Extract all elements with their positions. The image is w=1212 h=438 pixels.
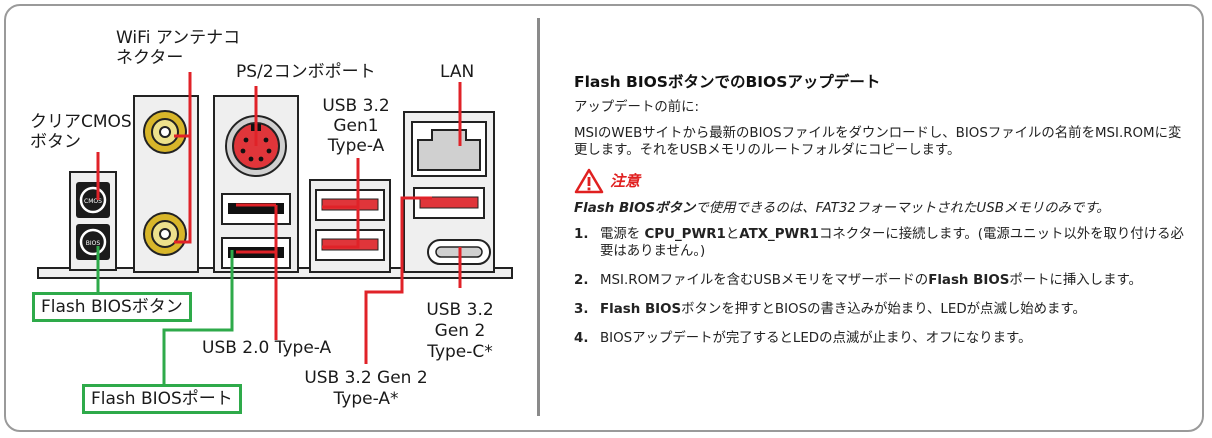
panel-title: Flash BIOSボタンでのBIOSアップデート	[574, 73, 881, 91]
instruction-panel: Flash BIOSボタンでのBIOSアップデート アップデートの前に: MSI…	[574, 74, 1184, 359]
step-number: 1.	[574, 227, 589, 242]
note-rest: で使用できるのは、FAT32フォーマットされたUSBメモリのみです。	[695, 201, 1110, 216]
cmos-button-text: CMOS	[84, 198, 102, 205]
step-item: 3. Flash BIOSボタンを押すとBIOSの書き込みが始まり、LEDが点滅…	[574, 301, 1184, 318]
step-text: BIOSアップデートが完了するとLEDの点滅が止まり、オフになります。	[600, 331, 1032, 346]
red-callout-lines	[96, 72, 462, 364]
step-text: Flash BIOSボタンを押すとBIOSの書き込みが始まり、LEDが点滅し始め…	[600, 302, 1086, 317]
clear-cmos-label: クリアCMOS ボタン	[30, 112, 132, 152]
ps2-combo-label: PS/2コンボポート	[236, 62, 376, 82]
panel-divider	[537, 18, 540, 416]
intro-text: MSIのWEBサイトから最新のBIOSファイルをダウンロードし、BIOSファイル…	[574, 126, 1182, 158]
usb32-gen1-label: USB 3.2 Gen1 Type-A	[322, 96, 390, 156]
step-number: 2.	[574, 273, 589, 288]
flash-bios-port-label: Flash BIOSポート	[82, 384, 242, 414]
step-item: 2. MSI.ROMファイルを含むUSBメモリをマザーボードのFlash BIO…	[574, 272, 1184, 289]
lan-label: LAN	[440, 62, 475, 82]
wifi-antenna-label: WiFi アンテナコ ネクター	[116, 28, 241, 68]
usb32-gen1-block	[309, 179, 391, 273]
rear-io-panel-diagram: CMOS BIOS	[37, 72, 513, 400]
step-text: MSI.ROMファイルを含むUSBメモリをマザーボードのFlash BIOSポー…	[600, 273, 1142, 288]
caution-row: 注意	[574, 168, 1184, 194]
before-update-text: アップデートの前に:	[574, 100, 700, 115]
usb32-gen1-port-top[interactable]	[315, 189, 385, 221]
antenna-connector-bottom[interactable]	[143, 212, 187, 256]
usb2-port-top[interactable]	[221, 193, 291, 225]
step-number: 3.	[574, 302, 589, 317]
wifi-callout-line-branch	[174, 112, 192, 244]
flash-bios-button-label: Flash BIOSボタン	[32, 292, 192, 322]
note-bold: Flash BIOSボタン	[574, 201, 696, 216]
usb32-gen1-port-bottom[interactable]	[315, 229, 385, 261]
lan-port[interactable]	[411, 121, 487, 177]
usb32-gen2-typec-label: USB 3.2 Gen 2 Type-C*	[426, 300, 494, 362]
update-steps: 1. 電源を CPU_PWR1とATX_PWR1コネクターに接続します。(電源ユ…	[574, 226, 1184, 347]
bios-button-text: BIOS	[86, 240, 101, 247]
step-item: 4. BIOSアップデートが完了するとLEDの点滅が止まり、オフになります。	[574, 330, 1184, 347]
wifi-antenna-block	[133, 95, 199, 273]
warning-triangle-icon	[574, 168, 604, 194]
button-block: CMOS BIOS	[69, 171, 117, 271]
step-text: 電源を CPU_PWR1とATX_PWR1コネクターに接続します。(電源ユニット…	[600, 227, 1184, 259]
caution-label: 注意	[610, 171, 641, 190]
usb32-gen2-typea-label: USB 3.2 Gen 2 Type-A*	[304, 368, 428, 409]
step-item: 1. 電源を CPU_PWR1とATX_PWR1コネクターに接続します。(電源ユ…	[574, 226, 1184, 260]
usb32-gen2-typea-port[interactable]	[413, 187, 485, 219]
step-number: 4.	[574, 331, 589, 346]
usb32-gen2a-callout-line	[364, 196, 432, 364]
caution-note: Flash BIOSボタンで使用できるのは、FAT32フォーマットされたUSBメ…	[574, 200, 1184, 217]
figure-frame	[4, 4, 1204, 432]
lan-usb-gen2-block	[403, 111, 495, 273]
usb20-label: USB 2.0 Type-A	[202, 338, 332, 358]
antenna-connector-top[interactable]	[143, 110, 187, 154]
